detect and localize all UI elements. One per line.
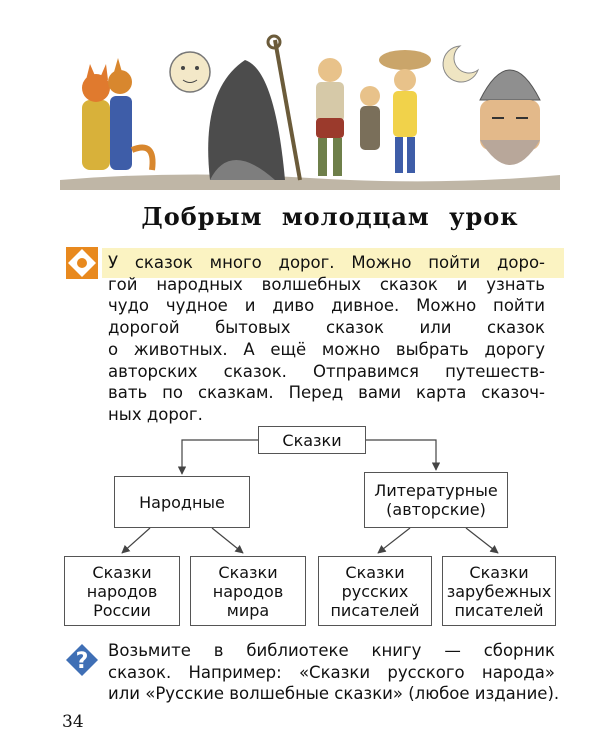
diagram-leaf-box: Сказки народов России [64,556,180,626]
page-number: 34 [62,712,84,732]
svg-text:?: ? [76,649,89,674]
leaf-line: писателей [330,600,420,620]
intro-line: У сказок много дорог. Можно пойти доро- [108,253,545,272]
intro-line: авторских сказок. Отправимся путешеств- [108,361,545,381]
task-line: или «Русские волшебные сказки» (любое из… [108,684,560,704]
intro-line: ных дорог. [108,404,203,424]
leaf-line: народов [212,581,284,601]
witch-figure [208,34,302,181]
leaf-line: Сказки [345,562,405,582]
diagram-literary-box: Литературные (авторские) [364,472,508,528]
leaf-line: мира [226,600,270,620]
diagram-folk-label: Народные [139,492,225,512]
fairy-tale-characters-illustration [60,34,560,190]
bogatyr-head [479,69,541,165]
diagram-literary-label: Литературные [374,481,498,500]
diagram-folk-box: Народные [114,476,250,528]
leaf-line: писателей [454,600,544,620]
moon-shape [442,45,480,83]
leaf-line: Сказки [218,562,278,582]
diagram-literary-sublabel: (авторские) [386,500,486,519]
task-line: Возьмите в библиотеке книгу — сборник [108,641,555,660]
question-mark-icon: ? [66,644,98,676]
leaf-line: России [93,600,151,620]
leaf-line: зарубежных [446,581,552,601]
intro-line: дорогой бытовых сказок или сказок [108,318,545,338]
intro-line: вать по сказкам. Перед вами карта сказоч… [108,383,545,403]
children-figures [360,50,431,173]
highlight-band [102,248,564,278]
leaf-line: народов [86,581,158,601]
intro-line: о животных. А ещё можно выбрать дорогу [108,339,545,359]
drummer-figure [316,58,344,176]
diagram-root-box: Сказки [258,426,366,454]
page-title: Добрым молодцам урок [141,202,519,231]
intro-paragraph: У сказок много дорог. Можно пойти доро- … [108,252,545,426]
diamond-info-icon [66,247,98,279]
diagram-leaf-box: Сказки народов мира [190,556,306,626]
sun-face [169,51,211,93]
intro-line: чудо чудное и диво дивное. Можно пойти [108,296,545,316]
diagram-leaf-box: Сказки русских писателей [318,556,432,626]
fox-cat-figure [82,58,156,171]
diagram-leaf-box: Сказки зарубежных писателей [442,556,556,626]
diagram-root-label: Сказки [282,430,342,450]
task-line: сказок. Например: «Сказки русского народ… [108,662,555,682]
leaf-line: русских [341,581,409,601]
leaf-line: Сказки [92,562,152,582]
intro-line: гой народных волшебных сказок и узнать [108,274,545,294]
task-paragraph: Возьмите в библиотеке книгу — сборник ск… [108,640,560,705]
leaf-line: Сказки [469,562,529,582]
